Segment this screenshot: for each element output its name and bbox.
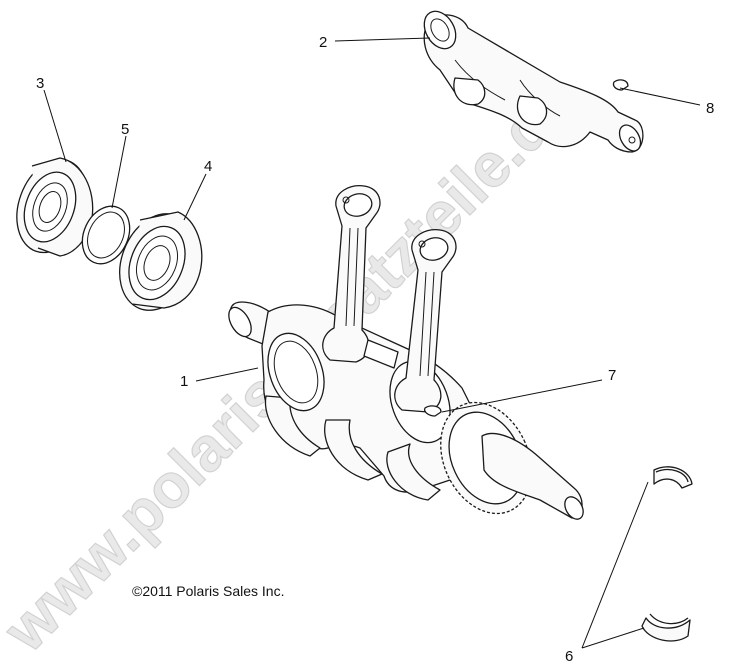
part-2-balance-shaft	[423, 10, 644, 153]
leader-lines	[43, 37, 701, 649]
callout-2: 2	[319, 34, 327, 51]
part-6-bearing-shells	[641, 466, 693, 642]
callout-7: 7	[608, 367, 616, 384]
part-3-bearing	[16, 157, 94, 257]
callout-8: 8	[706, 100, 714, 117]
callout-3: 3	[36, 75, 44, 92]
part-1-crankshaft	[228, 185, 584, 520]
part-7-woodruff-key	[423, 405, 442, 417]
callout-4: 4	[204, 158, 212, 175]
part-8-woodruff-key	[612, 79, 629, 91]
callout-1: 1	[180, 373, 188, 390]
copyright-text: ©2011 Polaris Sales Inc.	[132, 583, 284, 599]
part-4-bearing	[119, 211, 203, 311]
callout-5: 5	[121, 121, 129, 138]
callout-6: 6	[565, 648, 573, 665]
